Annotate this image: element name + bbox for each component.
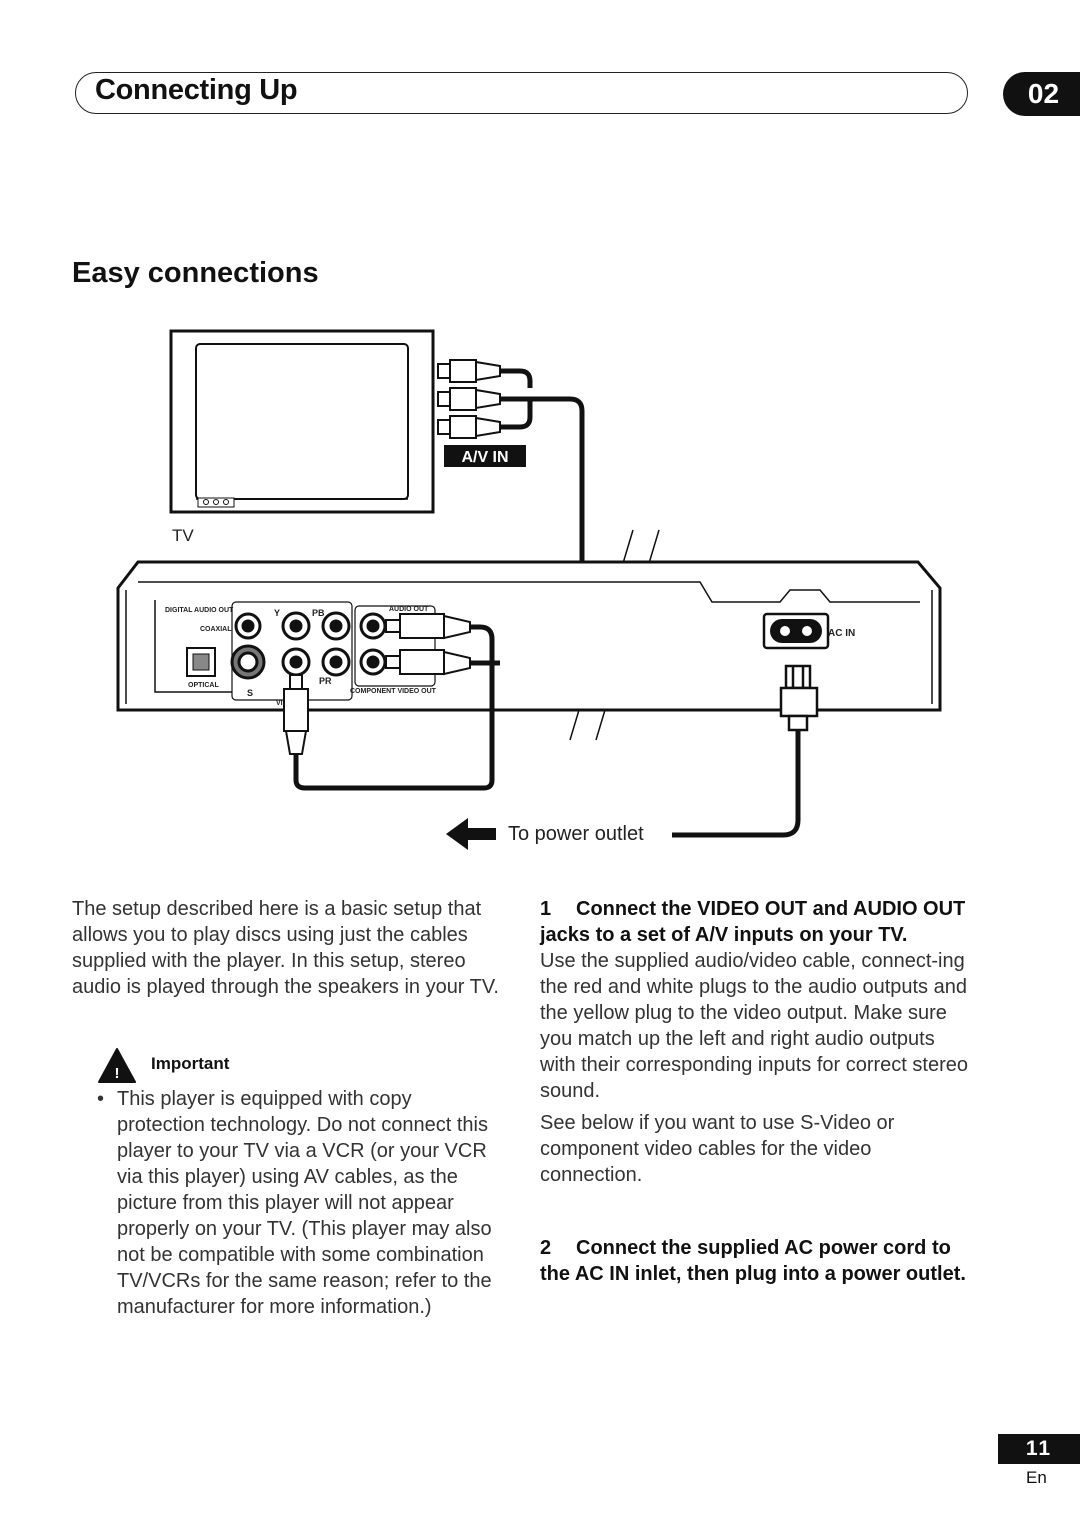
step-1-paragraph-1: Use the supplied audio/video cable, conn… <box>540 950 968 1102</box>
arrow-left-icon <box>446 818 496 850</box>
chapter-title: Connecting Up <box>95 74 298 106</box>
ac-inlet <box>762 612 830 650</box>
step-1-heading-text: Connect the VIDEO OUT and AUDIO OUT jack… <box>540 898 966 946</box>
step-2-heading-text: Connect the supplied AC power cord to th… <box>540 1237 966 1285</box>
audio-cable <box>293 624 500 791</box>
digital-audio-out-label: DIGITAL AUDIO OUT <box>165 607 234 614</box>
step-1-number: 1 <box>540 898 552 920</box>
power-plug <box>779 664 819 732</box>
s-label: S <box>247 688 253 698</box>
important-warning-icon: ! <box>98 1048 136 1083</box>
video-plug <box>283 674 309 755</box>
tv-illustration <box>169 329 435 514</box>
important-note: ! Important <box>97 1047 517 1090</box>
connection-diagram: TV A/V IN DIGITAL AUDIO OUT COAXIAL OPTI… <box>116 329 942 850</box>
important-label: Important <box>151 1054 230 1073</box>
language-code: En <box>1026 1468 1047 1487</box>
pr-label: PR <box>319 676 332 686</box>
step-1-paragraph-2: See below if you want to use S-Video or … <box>540 1112 895 1186</box>
bullet-icon: • <box>97 1088 105 1110</box>
step-2-number: 2 <box>540 1237 552 1259</box>
av-in-badge <box>444 445 526 467</box>
chapter-header-bar <box>75 72 968 114</box>
svg-text:!: ! <box>115 1065 120 1082</box>
y-label: Y <box>274 608 280 618</box>
coaxial-label: COAXIAL <box>200 626 232 633</box>
important-bullet-text: This player is equipped with copy protec… <box>117 1088 492 1318</box>
pb-label: PB <box>312 608 325 618</box>
audio-plugs <box>385 613 471 676</box>
intro-paragraph: The setup described here is a basic setu… <box>72 898 499 998</box>
power-cable <box>672 730 801 838</box>
av-in-label: A/V IN <box>461 449 508 466</box>
page-number: 11 <box>998 1434 1080 1464</box>
power-outlet-label: To power outlet <box>508 823 644 845</box>
jacks <box>230 611 387 680</box>
optical-jack <box>186 647 216 677</box>
optical-label: OPTICAL <box>188 682 219 689</box>
ac-in-label: AC IN <box>828 628 855 639</box>
chapter-number-tab: 02 <box>1003 72 1080 116</box>
audio-out-label: AUDIO OUT <box>389 606 429 613</box>
section-title: Easy connections <box>72 257 319 289</box>
vi-label: VI <box>276 700 283 707</box>
component-video-out-label: COMPONENT VIDEO OUT <box>350 688 437 695</box>
player-rear-panel <box>116 560 942 712</box>
tv-label: TV <box>172 526 194 545</box>
av-input-plugs <box>437 359 501 439</box>
